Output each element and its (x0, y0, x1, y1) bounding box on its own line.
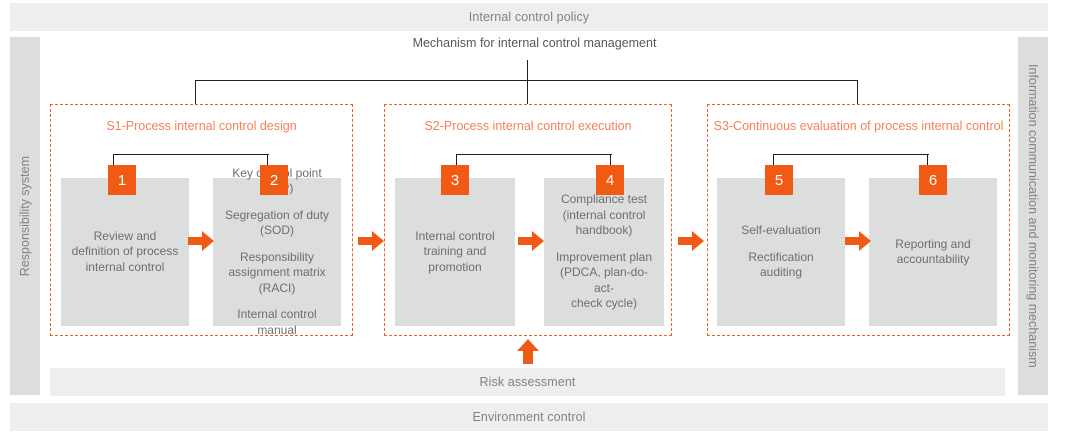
band-internal-control-policy: Internal control policy (10, 3, 1048, 31)
process-card-2-line-2: Segregation of duty (SOD) (224, 207, 330, 238)
band-responsibility-system: Responsibility system (10, 37, 40, 395)
connector-stem (527, 60, 529, 81)
process-card-5-line-2: Rectification auditing (748, 249, 814, 280)
band-risk-assessment: Risk assessment (50, 368, 1005, 396)
band-environment-control-label: Environment control (472, 410, 586, 424)
stage-s2-bracket-right (610, 154, 612, 170)
process-card-6[interactable]: Reporting and accountability (869, 178, 997, 326)
stage-s3-title: S3-Continuous evaluation of process inte… (713, 119, 1004, 133)
process-card-6-line-1: Reporting and accountability (895, 236, 971, 267)
stage-s3-bracket-right (927, 154, 929, 170)
stage-s1-title: S1-Process internal control design (106, 119, 297, 133)
flow-arrow-right-icon (358, 228, 384, 254)
process-card-4[interactable]: Compliance test (internal control handbo… (544, 178, 664, 326)
connector-drop-stage-1 (195, 80, 197, 104)
band-information-communication: Information communication and monitoring… (1018, 37, 1048, 395)
process-card-3-line-1: Internal control training and promotion (415, 228, 495, 274)
process-card-4-line-1: Compliance test (internal control handbo… (560, 192, 648, 238)
process-card-2-line-3: Responsibility assignment matrix (RACI) (228, 249, 326, 295)
process-card-5-line-1: Self-evaluation (741, 223, 821, 238)
process-card-1[interactable]: Review and definition of process interna… (61, 178, 189, 326)
process-card-4-line-2: Improvement plan (PDCA, plan-do-act- che… (555, 249, 653, 311)
band-information-communication-label: Information communication and monitoring… (1026, 64, 1040, 368)
stage-s1-bracket-bar (113, 154, 269, 156)
band-internal-control-policy-label: Internal control policy (468, 10, 590, 24)
stage-group-s1: S1-Process internal control design (50, 104, 353, 336)
connector-horizontal-bar (195, 80, 858, 82)
mechanism-label: Mechanism for internal control managemen… (412, 36, 657, 50)
flow-arrow-right-icon (188, 228, 214, 254)
stage-s2-title: S2-Process internal control execution (424, 119, 632, 133)
band-environment-control: Environment control (10, 403, 1048, 431)
band-risk-assessment-label: Risk assessment (479, 375, 576, 389)
process-card-2-line-4: Internal control manual (237, 307, 317, 337)
process-card-2[interactable]: Key control point (KCP) Segregation of d… (213, 166, 341, 337)
connector-drop-stage-2 (527, 80, 529, 104)
flow-arrow-right-icon (845, 228, 871, 254)
flow-arrow-up-icon (516, 339, 540, 364)
step-badge-2: 2 (260, 165, 288, 195)
step-badge-1: 1 (108, 165, 136, 195)
band-responsibility-system-label: Responsibility system (18, 155, 32, 277)
flow-arrow-right-icon (678, 228, 704, 254)
stage-s1-bracket-right (267, 154, 269, 170)
connector-drop-stage-3 (857, 80, 859, 104)
stage-group-s3: S3-Continuous evaluation of process inte… (707, 104, 1010, 336)
stage-s3-bracket-left (773, 154, 775, 170)
stage-s2-bracket-bar (456, 154, 612, 156)
step-badge-3: 3 (441, 165, 469, 195)
stage-group-s2: S2-Process internal control execution (384, 104, 672, 336)
stage-s2-bracket-left (456, 154, 458, 170)
process-card-1-line-1: Review and definition of process interna… (71, 228, 179, 274)
step-badge-4: 4 (596, 165, 624, 195)
stage-s3-bracket-bar (773, 154, 929, 156)
step-badge-6: 6 (919, 165, 947, 195)
process-card-5[interactable]: Self-evaluation Rectification auditing (717, 178, 845, 326)
stage-s1-bracket-left (113, 154, 115, 170)
flow-arrow-right-icon (518, 228, 544, 254)
step-badge-5: 5 (765, 165, 793, 195)
process-card-3[interactable]: Internal control training and promotion (395, 178, 515, 326)
